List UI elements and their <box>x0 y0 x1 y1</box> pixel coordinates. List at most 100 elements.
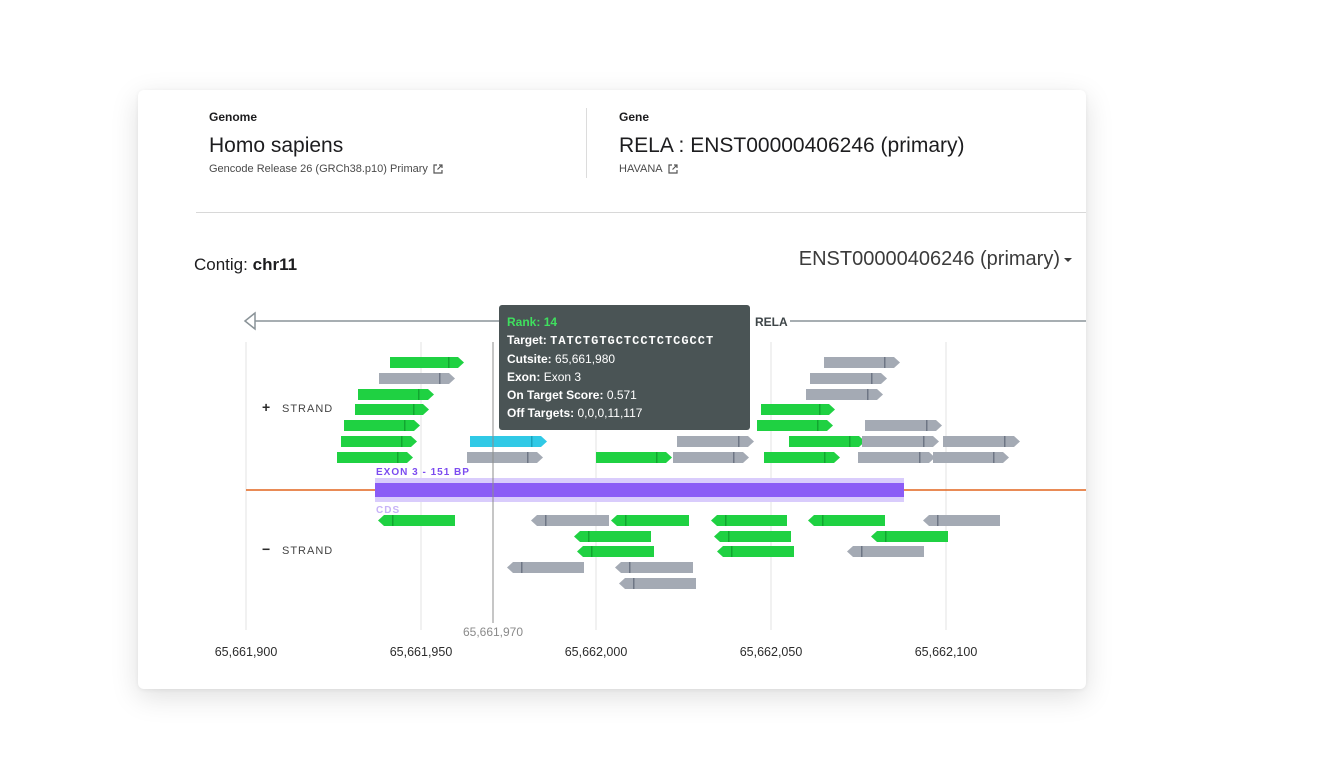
guide-pam-marker <box>545 515 547 526</box>
guide-pam-marker <box>824 452 826 463</box>
guide-pam-marker <box>521 562 523 573</box>
guide[interactable] <box>764 452 840 463</box>
tooltip-on-target-label: On Target Score: <box>507 388 604 402</box>
guide[interactable] <box>677 436 754 447</box>
minus-strand-label: STRAND <box>282 545 333 557</box>
axis-tick-label: 65,662,100 <box>915 645 978 659</box>
guide[interactable] <box>862 436 939 447</box>
guide[interactable] <box>711 515 787 526</box>
guide-pam-marker <box>625 515 627 526</box>
exon-label: EXON 3 - 151 BP <box>376 467 470 478</box>
guide[interactable] <box>619 578 696 589</box>
gene-source-text: HAVANA <box>619 163 663 175</box>
guide-pam-marker <box>527 452 529 463</box>
axis-tick-label: 65,662,000 <box>565 645 628 659</box>
gene-name-label: RELA <box>755 315 788 329</box>
genome-label: Genome <box>209 110 258 124</box>
guide[interactable] <box>761 404 835 415</box>
tooltip-on-target: 0.571 <box>606 388 637 402</box>
genome-release-link[interactable]: Gencode Release 26 (GRCh38.p10) Primary <box>209 163 443 175</box>
guide-pam-marker <box>591 546 593 557</box>
guide[interactable] <box>378 515 455 526</box>
guide[interactable] <box>673 452 749 463</box>
guide-tooltip: Rank: 14 Target: TATCTGTGCTCCTCTCGCCT Cu… <box>499 305 750 430</box>
guide-pam-marker <box>884 357 886 368</box>
guide-selected[interactable] <box>470 436 547 447</box>
guide[interactable] <box>943 436 1020 447</box>
contig-title: Contig: chr11 <box>194 255 297 275</box>
plus-strand-label: STRAND <box>282 403 333 415</box>
cds-region[interactable] <box>375 483 904 497</box>
tooltip-exon-label: Exon: <box>507 370 541 384</box>
guide-pam-marker <box>404 420 406 431</box>
guide[interactable] <box>611 515 689 526</box>
genome-release-text: Gencode Release 26 (GRCh38.p10) Primary <box>209 163 428 175</box>
guide-pam-marker <box>738 436 740 447</box>
guide[interactable] <box>577 546 654 557</box>
chevron-down-icon <box>1064 257 1072 262</box>
guide-pam-marker <box>418 389 420 400</box>
guide[interactable] <box>871 531 948 542</box>
section-divider <box>196 212 1086 213</box>
guide-pam-marker <box>993 452 995 463</box>
contig-label: Contig: <box>194 255 248 274</box>
guide[interactable] <box>757 420 833 431</box>
tooltip-cutsite: 65,661,980 <box>555 352 616 366</box>
gene-name: RELA : ENST00000406246 (primary) <box>619 134 965 157</box>
guide-pam-marker <box>531 436 533 447</box>
guide[interactable] <box>808 515 885 526</box>
guide-pam-marker <box>817 420 819 431</box>
guide[interactable] <box>358 389 434 400</box>
guide[interactable] <box>923 515 1000 526</box>
guide-pam-marker <box>919 452 921 463</box>
guide[interactable] <box>344 420 420 431</box>
guide[interactable] <box>390 357 464 368</box>
guide[interactable] <box>865 420 942 431</box>
external-link-icon <box>668 164 678 174</box>
guide[interactable] <box>714 531 791 542</box>
guide-pam-marker <box>861 546 863 557</box>
guide[interactable] <box>717 546 794 557</box>
guide[interactable] <box>467 452 543 463</box>
guide[interactable] <box>933 452 1009 463</box>
guide-pam-marker <box>937 515 939 526</box>
guide-pam-marker <box>725 515 727 526</box>
guide-pam-marker <box>728 531 730 542</box>
guide[interactable] <box>531 515 609 526</box>
guide[interactable] <box>810 373 887 384</box>
guide[interactable] <box>824 357 900 368</box>
guide[interactable] <box>337 452 413 463</box>
guide[interactable] <box>507 562 584 573</box>
minus-strand-sign: − <box>262 541 270 557</box>
guide-pam-marker <box>867 389 869 400</box>
guide-pam-marker <box>733 452 735 463</box>
guide[interactable] <box>806 389 883 400</box>
guide[interactable] <box>847 546 924 557</box>
guide-pam-marker <box>926 420 928 431</box>
tooltip-target-label: Target: <box>507 333 547 347</box>
guide-pam-marker <box>392 515 394 526</box>
guide-pam-marker <box>633 578 635 589</box>
guide-pam-marker <box>413 404 415 415</box>
external-link-icon <box>433 164 443 174</box>
guide[interactable] <box>341 436 417 447</box>
guide[interactable] <box>858 452 935 463</box>
guide-pam-marker <box>401 436 403 447</box>
transcript-dropdown[interactable]: ENST00000406246 (primary) <box>799 248 1072 271</box>
guide[interactable] <box>596 452 672 463</box>
cds-label: CDS <box>376 505 400 516</box>
guide[interactable] <box>355 404 429 415</box>
axis-tick-label: 65,661,950 <box>390 645 453 659</box>
guide[interactable] <box>789 436 865 447</box>
guide[interactable] <box>615 562 693 573</box>
guide[interactable] <box>379 373 455 384</box>
guide-pam-marker <box>871 373 873 384</box>
guide-pam-marker <box>1004 436 1006 447</box>
cursor-position-label: 65,661,970 <box>463 625 523 639</box>
guide[interactable] <box>574 531 651 542</box>
gene-source-link[interactable]: HAVANA <box>619 163 678 175</box>
plus-strand-sign: + <box>262 399 270 415</box>
genome-viewer-card: Genome Homo sapiens Gencode Release 26 (… <box>138 90 1086 689</box>
tooltip-off-targets-label: Off Targets: <box>507 406 575 420</box>
